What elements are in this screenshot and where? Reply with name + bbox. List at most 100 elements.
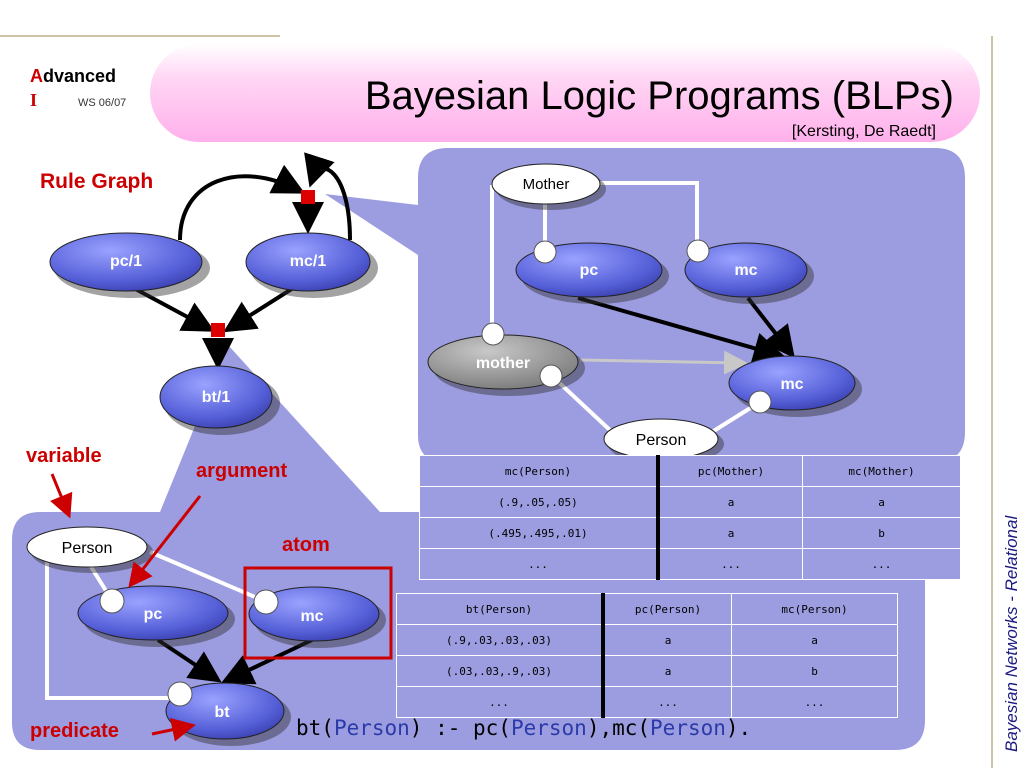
table-header: mc(Mother) [802,455,961,487]
edge-pc-to-mc [577,296,786,364]
argument-label: argument [196,460,287,482]
predicate-arrow [151,717,196,742]
atom-label: atom [282,534,330,556]
brand-rest: dvanced [43,66,117,86]
argument-circle [99,588,125,614]
blp-clause-text: bt(Person) :- pc(Person),mc(Person). [296,716,751,740]
table-cell: a [601,624,732,656]
argument-arrow [128,495,202,588]
argument-circle [253,589,279,615]
label-bt-bottom: bt [214,704,230,721]
rule-graph-clause-node-bottom [211,323,225,337]
table-cell: ... [419,548,659,580]
table-cell: ... [396,686,604,718]
page-title: Bayesian Logic Programs (BLPs) [364,74,954,118]
edge-mc-to-mc [746,296,795,359]
label-person-bottom: Person [62,540,113,557]
brand-logo: Advanced [30,66,116,87]
edge-pc-to-bt [156,638,222,683]
rule-part: ). [725,716,752,740]
label-pc-top: pc [580,262,599,279]
node-mother-head [491,163,601,205]
rule-graph-node-bt [159,365,273,429]
semester-label: WS 06/07 [78,97,127,109]
table-row: (.03,.03,.9,.03) a b [396,655,898,687]
label-mc-top: mc [734,262,757,279]
edge-mc-to-bt [220,638,313,685]
rule-graph-label: Rule Graph [40,170,153,193]
cpt-table-mc: mc(Person) pc(Mother) mc(Mother) (.9,.05… [419,455,961,580]
table-cell: b [802,517,961,549]
label-person-top: Person [636,432,687,449]
argument-circle [539,364,563,388]
table-cell: a [802,486,961,518]
table-cell: (.9,.03,.03,.03) [396,624,604,656]
rule-graph-edge-mc-to-clause [223,283,300,333]
link-mother-mc [600,181,699,250]
table-header: bt(Person) [396,593,604,625]
table-cell: (.03,.03,.9,.03) [396,655,604,687]
citation: [Kersting, De Raedt] [791,123,936,140]
rule-variable: Person [510,716,587,740]
table-cell: ... [731,686,898,718]
table-header: pc(Person) [601,593,732,625]
rule-graph-node-mc [245,232,371,292]
table-header-row: bt(Person) pc(Person) mc(Person) [396,593,898,625]
table-cell: b [731,655,898,687]
edge-mother-to-mc [579,350,748,375]
table-header: mc(Person) [731,593,898,625]
rule-graph-edge-pc-loop [178,164,306,241]
variable-arrow [50,473,73,519]
predicate-label: predicate [30,720,119,742]
table-cell: ... [601,686,732,718]
table-cell: a [601,655,732,687]
table-cell: a [731,624,898,656]
rule-graph-clause-node-top [301,190,315,204]
argument-circle [481,322,505,346]
top-clause-panel [325,148,965,462]
label-mother-head: Mother [523,176,570,193]
node-mc-bottom-clause [248,586,380,642]
rule-variable: Person [333,716,410,740]
table-row: ... ... ... [396,686,898,718]
node-mc-top [684,242,808,298]
table-cell: ... [656,548,803,580]
link-person-mc [149,550,263,602]
side-section-label: Bayesian Networks - Relational [1002,515,1021,752]
argument-circle [167,681,193,707]
rule-part: ),mc( [586,716,651,740]
label-mother: mother [476,355,530,372]
table-row: ... ... ... [419,548,961,580]
rule-graph-node-pc [49,232,203,292]
link-mother-person [550,374,614,434]
argument-circle [748,390,772,414]
rule-part: bt( [296,716,334,740]
node-person-bottom [26,526,148,568]
rule-graph-label-bt: bt/1 [202,389,231,406]
rule-graph-label-pc: pc/1 [110,253,142,270]
rule-part: ) :- pc( [409,716,511,740]
table-row: (.9,.03,.03,.03) a a [396,624,898,656]
label-pc-bottom: pc [144,606,163,623]
table-cell: a [656,486,803,518]
brand-second-line: I [30,90,38,110]
argument-circle [686,239,710,263]
table-row: (.9,.05,.05) a a [419,486,961,518]
table-cell: ... [802,548,961,580]
table-header: pc(Mother) [656,455,803,487]
title-banner [150,44,980,142]
rule-graph-label-mc: mc/1 [290,253,327,270]
rule-graph-edge-pc-to-clause [127,283,216,332]
table-cell: a [656,517,803,549]
table-row: (.495,.495,.01) a b [419,517,961,549]
table-cell: (.9,.05,.05) [419,486,659,518]
rule-graph-edge-mc-loop [304,152,352,241]
link-person-bt [45,555,170,700]
table-cell: (.495,.495,.01) [419,517,659,549]
argument-circle [533,240,557,264]
variable-label: variable [26,445,102,467]
cpt-table-bt: bt(Person) pc(Person) mc(Person) (.9,.03… [396,593,898,718]
brand-first-letter: A [30,66,43,86]
